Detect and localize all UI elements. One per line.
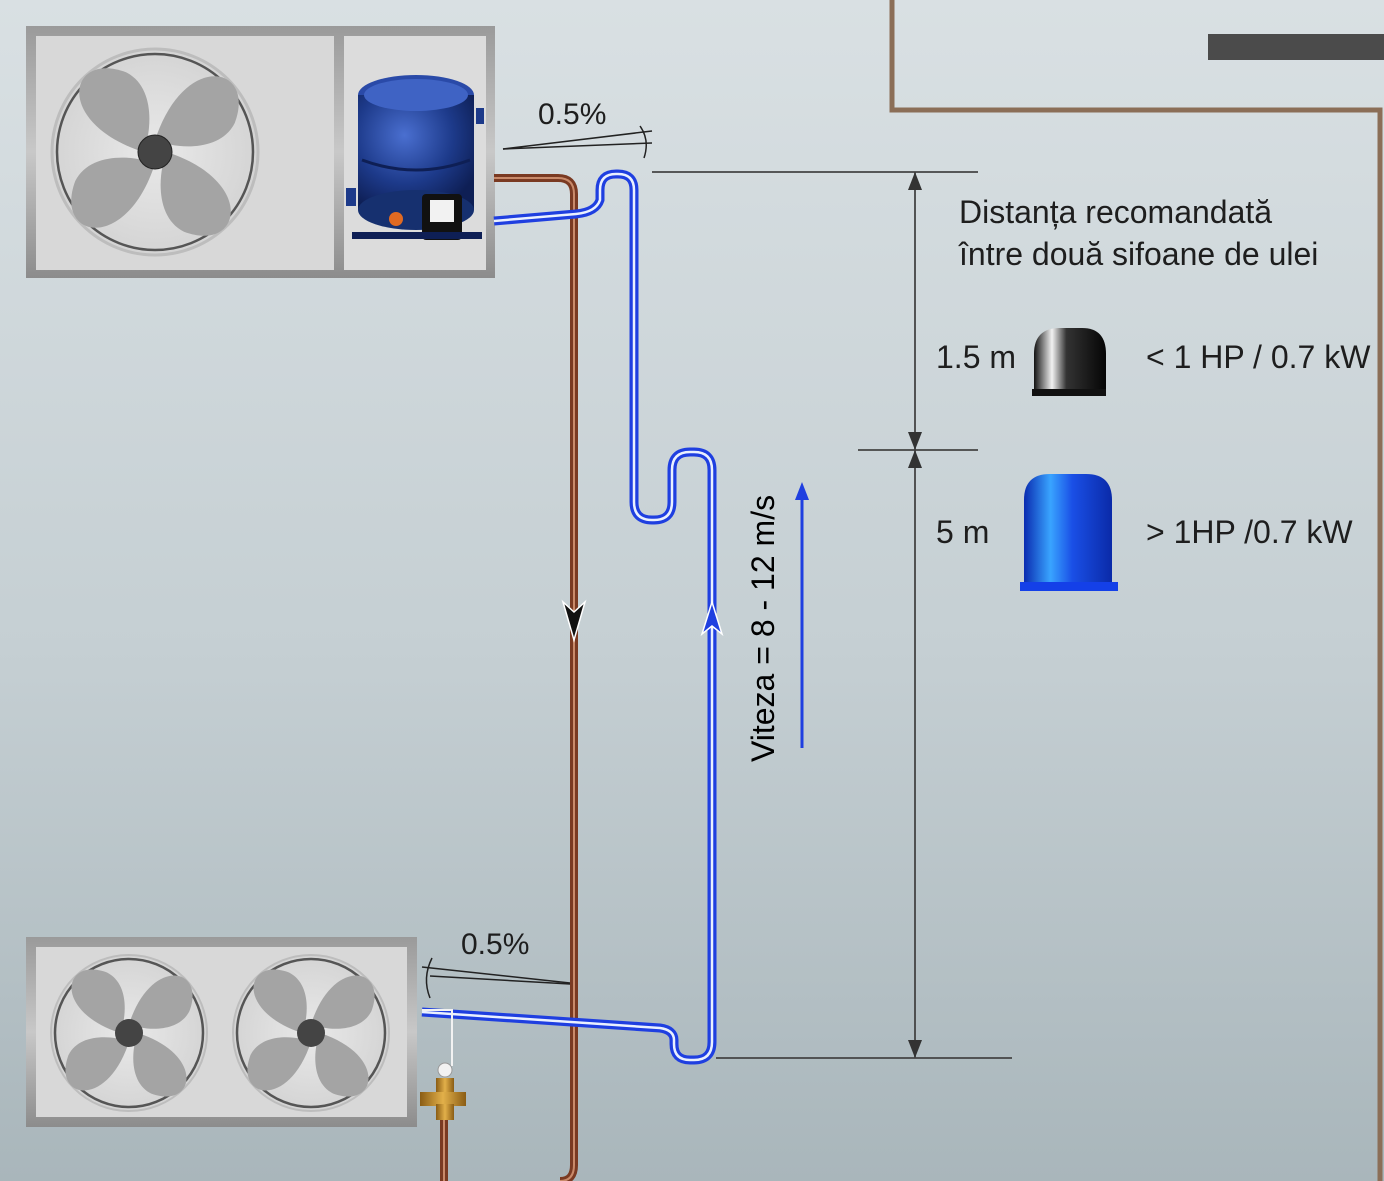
small-capacity-label: < 1 HP / 0.7 kW [1146,339,1371,375]
large-capacity-label: > 1HP /0.7 kW [1146,514,1353,550]
oil-trap-icon [1020,474,1118,591]
bottom-slope-marker [421,957,571,999]
top-slope-label: 0.5% [538,98,607,131]
window-bar [1208,34,1384,60]
velocity-arrow [795,482,809,748]
bottom-slope-label: 0.5% [461,928,530,961]
suction-line [421,169,717,1065]
dimension-arrows [908,172,922,1058]
compressor-icon [346,75,484,240]
fan-icon [50,954,208,1112]
small-distance-label: 1.5 m [936,339,1017,375]
dimension-lines [652,171,1012,1059]
room-wall [889,0,1383,1181]
large-distance-label: 5 m [936,514,990,550]
expansion-valve-icon [420,1009,466,1120]
flow-arrow-icon [561,599,587,643]
velocity-label: Viteza = 8 - 12 m/s [745,494,781,762]
distance-title-line2: între două sifoane de ulei [959,236,1319,272]
fan-icon [50,47,260,257]
fan-icon [232,954,390,1112]
outdoor-unit [26,937,417,1127]
flow-arrow-icon [700,599,724,637]
discharge-line [440,174,578,1181]
top-slope-marker [502,125,653,159]
indoor-unit [26,26,495,278]
distance-title-line1: Distanța recomandată [959,194,1273,230]
oil-trap-icon [1032,328,1106,396]
